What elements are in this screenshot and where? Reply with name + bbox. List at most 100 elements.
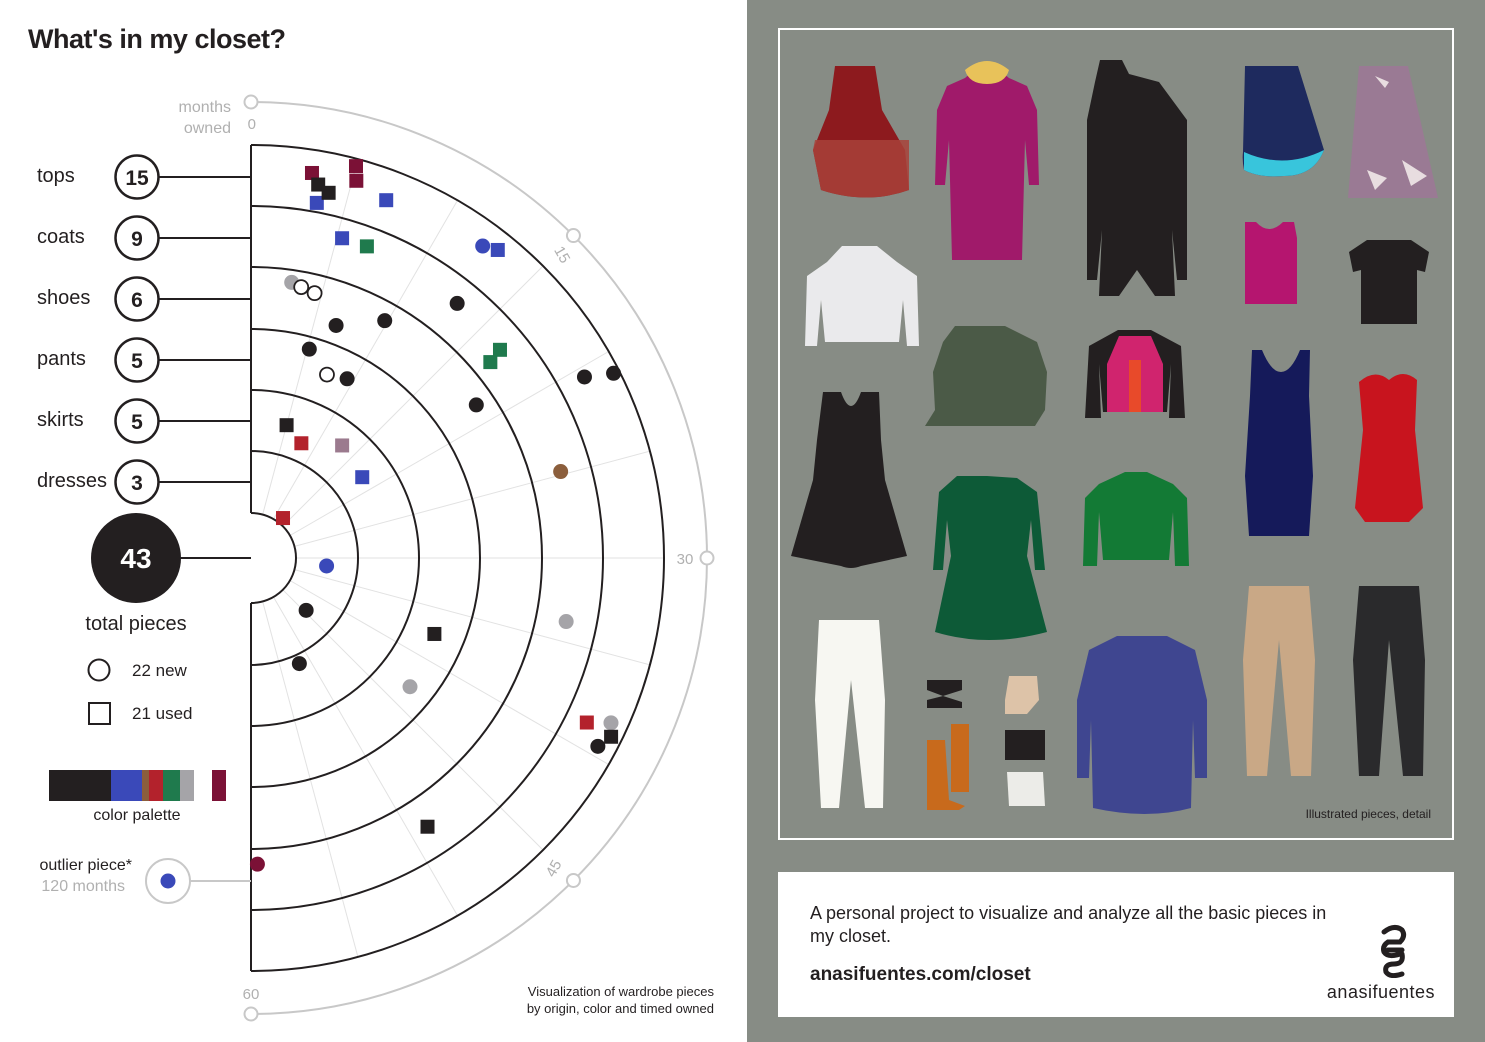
category-ring (250, 328, 481, 788)
category-ring (250, 266, 543, 850)
parka-fur-hood-detail (965, 61, 1009, 84)
category-count-badge (114, 459, 160, 505)
data-point-new-coats (553, 464, 569, 480)
shoes-illustration-zebra (927, 680, 962, 708)
outlier-label: outlier piece* (40, 857, 133, 874)
green-coat-dress-illustration (933, 476, 1047, 640)
black-jeans-illustration (1353, 586, 1425, 776)
data-point-new-tops (603, 715, 619, 731)
data-point-used-dresses (276, 511, 291, 526)
category-count: 15 (125, 167, 149, 190)
red-skirt-hem-detail (813, 140, 909, 198)
outlier-months: 120 months (41, 878, 125, 895)
data-point-used-skirts (335, 438, 350, 453)
month-tick-label: 45 (542, 857, 565, 880)
legend-new-label: 22 new (132, 661, 188, 680)
green-bomber-illustration (925, 326, 1047, 426)
palette-swatch (80, 770, 111, 801)
category-count-badge (114, 337, 160, 383)
total-pieces-value: 43 (120, 543, 151, 574)
category-count: 6 (131, 289, 143, 312)
shoes-illustration-white-sandal (1007, 772, 1045, 806)
category-ring (250, 389, 420, 727)
axis-title-months: months (179, 99, 231, 116)
illustration-panel: Illustrated pieces, detail A personal pr… (747, 0, 1485, 1042)
data-point-new-tops (576, 369, 592, 385)
category-count-badge (114, 154, 160, 200)
data-point-new-coats (558, 614, 574, 630)
month-tick-label: 60 (243, 986, 260, 1003)
palette-swatch (49, 770, 80, 801)
month-tick-label: 30 (677, 551, 694, 568)
category-count: 3 (131, 472, 143, 495)
category-ring (250, 450, 359, 666)
category-ring (250, 205, 604, 911)
category-label-shoes: shoes (37, 287, 90, 309)
project-card: A personal project to visualize and anal… (778, 872, 1454, 1017)
total-pieces-circle (91, 513, 181, 603)
data-point-used-coats (420, 819, 435, 834)
green-denim-jacket-illustration (1083, 472, 1189, 566)
category-label-tops: tops (37, 165, 75, 187)
category-count-badge (114, 276, 160, 322)
data-point-new-skirts (291, 656, 307, 672)
navy-skirt-illustration (1242, 66, 1324, 177)
magenta-parka-illustration (935, 68, 1039, 260)
month-tick-label: 15 (550, 243, 573, 266)
project-description: A personal project to visualize and anal… (810, 903, 1327, 946)
palette-swatch (149, 770, 163, 801)
month-tick-marker (565, 228, 581, 244)
data-point-new-pants (319, 366, 335, 383)
illustration-frame (778, 28, 1454, 840)
white-pants-illustration (815, 620, 885, 808)
month-tick-marker (243, 94, 259, 110)
black-embroidered-top-illustration (1349, 240, 1429, 324)
legend-used-label: 21 used (132, 704, 193, 723)
outlier-dot (160, 873, 176, 889)
navy-dress-illustration (1245, 350, 1313, 536)
white-sweater-illustration (805, 246, 919, 346)
black-dress-illustration (791, 392, 907, 568)
month-tick-marker (565, 872, 581, 888)
data-point-used-coats (483, 355, 498, 370)
data-point-used-tops (321, 185, 336, 200)
axis-title-owned: owned (184, 120, 231, 137)
data-point-new-pants (402, 679, 418, 695)
page-title: What's in my closet? (28, 24, 286, 54)
month-tick-label: 0 (248, 116, 256, 133)
data-point-new-coats (249, 856, 265, 872)
data-point-new-dresses (319, 558, 335, 574)
month-tick-marker (243, 1006, 259, 1022)
category-label-dresses: dresses (37, 470, 107, 492)
data-point-new-tops (475, 238, 491, 254)
data-point-used-coats (359, 239, 374, 254)
brand-name: anasifuentes (1326, 982, 1435, 1002)
palette-swatch (142, 770, 149, 801)
project-link[interactable]: anasifuentes.com/closet (810, 964, 1031, 985)
chart-caption-line1: Visualization of wardrobe pieces (528, 984, 715, 999)
palette-label: color palette (93, 807, 180, 824)
data-point-new-shoes (293, 279, 310, 296)
data-point-used-tops (348, 159, 363, 174)
data-point-new-dresses (298, 602, 314, 618)
palette-swatch (194, 770, 212, 801)
data-point-new-coats (449, 295, 465, 311)
data-point-used-tops (304, 165, 319, 180)
category-count-badge (114, 215, 160, 261)
palette-swatch (212, 770, 226, 801)
month-tick-marker (699, 550, 715, 566)
data-point-new-tops (590, 738, 606, 754)
total-pieces-label: total pieces (85, 613, 186, 635)
palette-swatch (163, 770, 180, 801)
category-count: 5 (131, 350, 143, 373)
data-point-used-skirts (355, 470, 370, 485)
chart-caption-line2: by origin, color and timed owned (527, 1001, 714, 1016)
color-block-jacket-stripe (1129, 360, 1141, 412)
data-point-new-tops (606, 365, 622, 381)
palette-swatch (180, 770, 194, 801)
category-ring (250, 144, 665, 972)
navy-skirt-hem-detail (1244, 150, 1324, 177)
data-point-new-shoes (377, 313, 393, 329)
shoes-illustration-tan-boot (1005, 676, 1039, 714)
data-point-new-pants (339, 371, 355, 387)
